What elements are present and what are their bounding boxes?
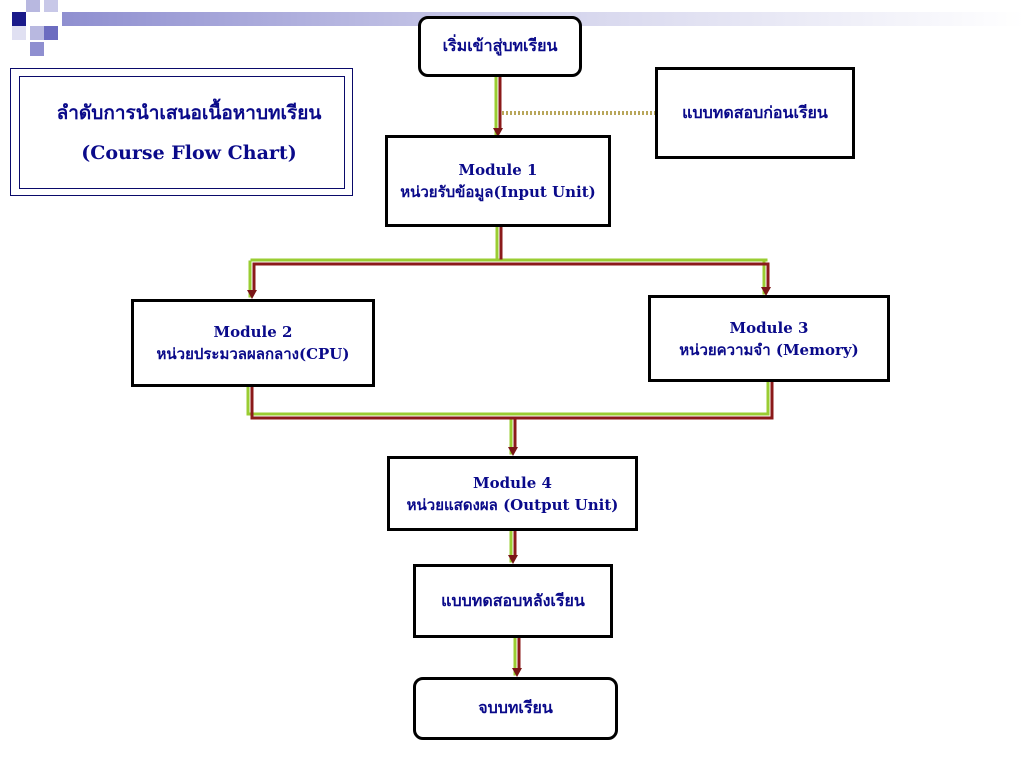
- decor-square-light: [12, 26, 26, 40]
- arrowhead: [247, 290, 257, 299]
- module2-label: หน่วยประมวลผลกลาง(CPU): [156, 345, 350, 363]
- decor-square-light: [30, 26, 44, 40]
- decor-square-light: [26, 0, 40, 12]
- arrowhead: [512, 668, 522, 677]
- module4-node: Module 4 หน่วยแสดงผล (Output Unit): [387, 456, 638, 531]
- start-node: เริ่มเข้าสู่บทเรียน: [418, 16, 582, 77]
- module1-number: Module 1: [458, 161, 538, 179]
- end-node: จบบทเรียน: [413, 677, 618, 740]
- module2-number: Module 2: [213, 323, 293, 341]
- arrowhead: [508, 447, 518, 456]
- pretest-label: แบบทดสอบก่อนเรียน: [682, 102, 828, 122]
- posttest-label: แบบทดสอบหลังเรียน: [441, 590, 585, 610]
- module2-node: Module 2 หน่วยประมวลผลกลาง(CPU): [131, 299, 375, 387]
- title-block: ลำดับการนำเสนอเนื้อหาบทเรียน (Course Flo…: [19, 76, 359, 189]
- title-frame-inner: [19, 76, 345, 189]
- module3-number: Module 3: [729, 318, 809, 337]
- arrowhead: [508, 555, 518, 564]
- posttest-node: แบบทดสอบหลังเรียน: [413, 564, 613, 638]
- module4-number: Module 4: [473, 473, 552, 492]
- module1-node: Module 1 หน่วยรับข้อมูล(Input Unit): [385, 135, 611, 227]
- start-label: เริ่มเข้าสู่บทเรียน: [442, 36, 558, 55]
- decor-square-mid: [30, 42, 44, 56]
- module4-label: หน่วยแสดงผล (Output Unit): [406, 495, 619, 514]
- arrowhead: [493, 128, 503, 137]
- decor-square-dark: [12, 12, 26, 26]
- module3-label: หน่วยความจำ (Memory): [679, 340, 859, 359]
- diagram-title: ลำดับการนำเสนอเนื้อหาบทเรียน: [56, 101, 322, 124]
- module1-label: หน่วยรับข้อมูล(Input Unit): [400, 183, 596, 201]
- diagram-subtitle: (Course Flow Chart): [81, 141, 297, 164]
- decor-square-mid: [44, 26, 58, 40]
- end-label: จบบทเรียน: [478, 698, 553, 717]
- decor-square-light: [44, 0, 58, 12]
- arrowhead: [761, 287, 771, 296]
- title-frame-outer: [10, 68, 353, 196]
- pretest-node: แบบทดสอบก่อนเรียน: [655, 67, 855, 159]
- module3-node: Module 3 หน่วยความจำ (Memory): [648, 295, 890, 382]
